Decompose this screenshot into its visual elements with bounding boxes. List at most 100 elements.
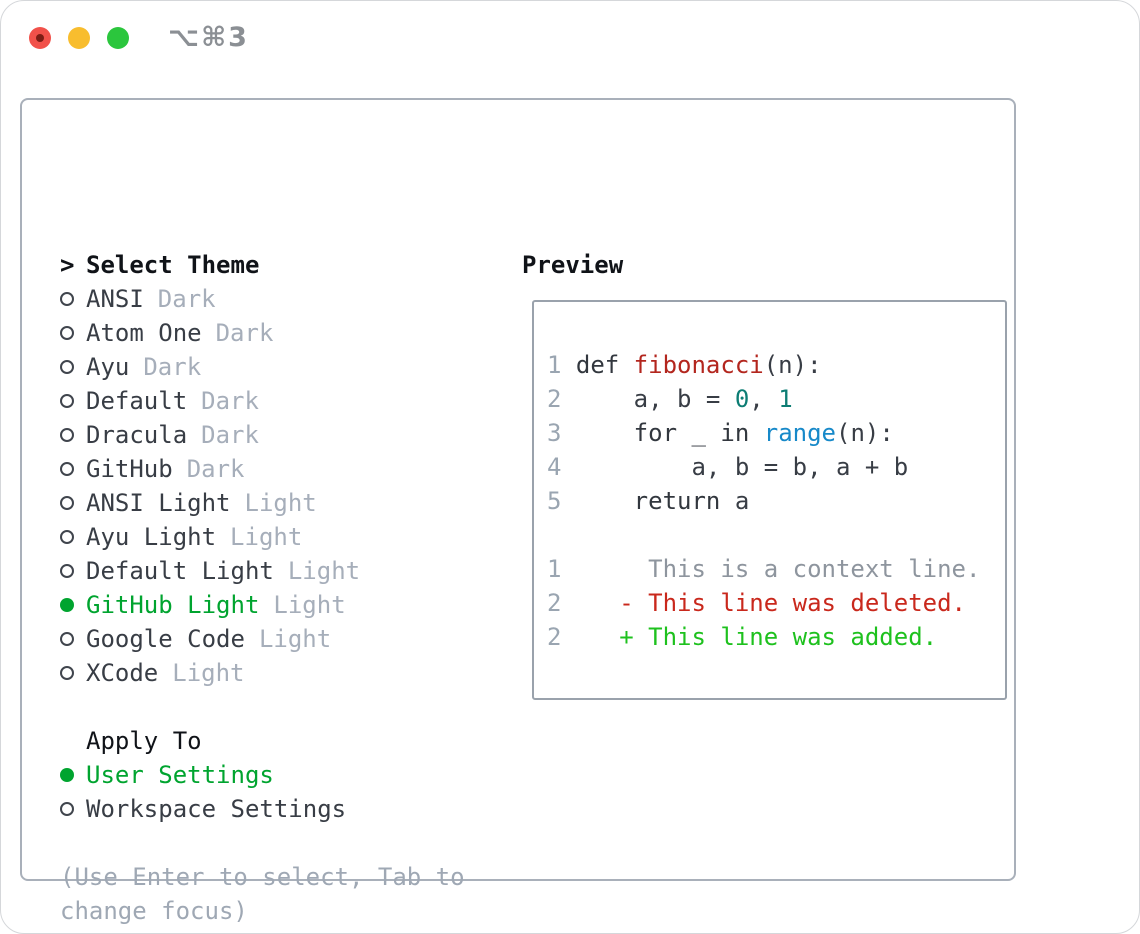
theme-option[interactable]: Default Dark — [60, 384, 465, 418]
code-segment: This is a context line. — [575, 555, 981, 583]
code-line: 3 for _ in range(n): — [547, 416, 1005, 450]
theme-option[interactable]: Default Light Light — [60, 554, 465, 588]
theme-name: ANSI Light — [86, 489, 231, 517]
theme-picker-header: Select Theme — [86, 251, 260, 279]
help-text-line: (Use Enter to select, Tab to — [60, 863, 465, 891]
theme-variant-badge: Dark — [215, 319, 274, 347]
code-segment: range — [763, 419, 836, 447]
code-segment: 0 — [734, 385, 750, 413]
line-number: 3 — [547, 419, 562, 447]
code-line: 2 a, b = 0, 1 — [547, 382, 1005, 416]
theme-option[interactable]: Dracula Dark — [60, 418, 465, 452]
window-title: ⌥⌘3 — [168, 22, 249, 53]
theme-variant-badge: Light — [258, 625, 332, 653]
code-line — [547, 518, 1005, 552]
theme-name: GitHub — [86, 455, 173, 483]
close-button[interactable] — [29, 27, 51, 49]
code-segment: + This line was added. — [575, 623, 938, 651]
close-dot-icon — [36, 34, 44, 42]
radio-icon — [60, 360, 86, 374]
theme-name: Default Light — [86, 557, 274, 585]
code-segment — [576, 487, 634, 515]
code-segment: a, b = — [575, 385, 735, 413]
theme-variant-badge: Dark — [201, 387, 259, 415]
theme-picker-header-row: > Select Theme — [60, 248, 465, 282]
radio-icon — [60, 632, 86, 646]
code-segment — [749, 419, 763, 447]
theme-name: Atom One — [86, 319, 202, 347]
radio-icon — [60, 292, 86, 306]
line-number: 5 — [547, 487, 562, 515]
theme-name: Default — [86, 387, 188, 415]
theme-variant-badge: Light — [287, 557, 361, 585]
help-text-line: change focus) — [60, 897, 248, 925]
theme-name: ANSI — [86, 285, 144, 313]
code-segment: _ — [677, 419, 721, 447]
spacer — [60, 826, 465, 860]
radio-icon — [60, 394, 86, 408]
help-text: (Use Enter to select, Tab to change focu… — [60, 860, 465, 928]
code-line: 1 This is a context line. — [547, 552, 1005, 586]
theme-option[interactable]: GitHub Dark — [60, 452, 465, 486]
theme-variant-badge: Light — [273, 591, 346, 619]
theme-name: Ayu Light — [86, 523, 217, 551]
code-line: 4 a, b = b, a + b — [547, 450, 1005, 484]
theme-name: Ayu — [86, 353, 130, 381]
code-segment: 1 — [778, 385, 793, 413]
window-controls — [29, 27, 129, 49]
radio-icon — [60, 428, 86, 442]
apply-option[interactable]: User Settings — [60, 758, 465, 792]
radio-icon — [60, 462, 86, 476]
radio-icon — [60, 530, 86, 544]
theme-option[interactable]: ANSI Dark — [60, 282, 465, 316]
theme-name: XCode — [86, 659, 159, 687]
line-number: 1 — [547, 555, 562, 583]
theme-variant-badge: Dark — [157, 285, 216, 313]
zoom-button[interactable] — [107, 27, 129, 49]
preview-heading: Preview — [522, 251, 624, 279]
line-number: 2 — [547, 385, 562, 413]
code-segment — [576, 419, 634, 447]
radio-icon — [60, 768, 86, 782]
line-number: 2 — [547, 589, 562, 617]
radio-icon — [60, 802, 86, 816]
line-number: 4 — [547, 453, 562, 481]
code-segment: return — [633, 487, 721, 515]
theme-option[interactable]: Atom One Dark — [60, 316, 465, 350]
code-segment: fibonacci — [633, 351, 764, 379]
code-segment: for — [633, 419, 678, 447]
theme-name: Dracula — [86, 421, 188, 449]
minimize-button[interactable] — [68, 27, 90, 49]
theme-option[interactable]: XCode Light — [60, 656, 465, 690]
theme-option[interactable]: Google Code Light — [60, 622, 465, 656]
theme-variant-badge: Light — [172, 659, 245, 687]
radio-icon — [60, 564, 86, 578]
apply-to-heading: Apply To — [86, 727, 202, 755]
code-segment: a — [720, 487, 750, 515]
theme-name: GitHub Light — [86, 591, 260, 619]
code-segment: , — [749, 385, 779, 413]
theme-option[interactable]: GitHub Light Light — [60, 588, 465, 622]
apply-option[interactable]: Workspace Settings — [60, 792, 465, 826]
apply-to-heading-row: Apply To — [60, 724, 465, 758]
theme-name: Google Code — [86, 625, 245, 653]
theme-variant-badge: Dark — [201, 421, 259, 449]
code-segment: - This line was deleted. — [575, 589, 967, 617]
code-segment: in — [720, 419, 750, 447]
code-segment: (n): — [763, 351, 822, 379]
theme-variant-badge: Dark — [186, 455, 245, 483]
radio-icon — [60, 496, 86, 510]
radio-icon — [60, 598, 86, 612]
code-line: 2 - This line was deleted. — [547, 586, 1005, 620]
